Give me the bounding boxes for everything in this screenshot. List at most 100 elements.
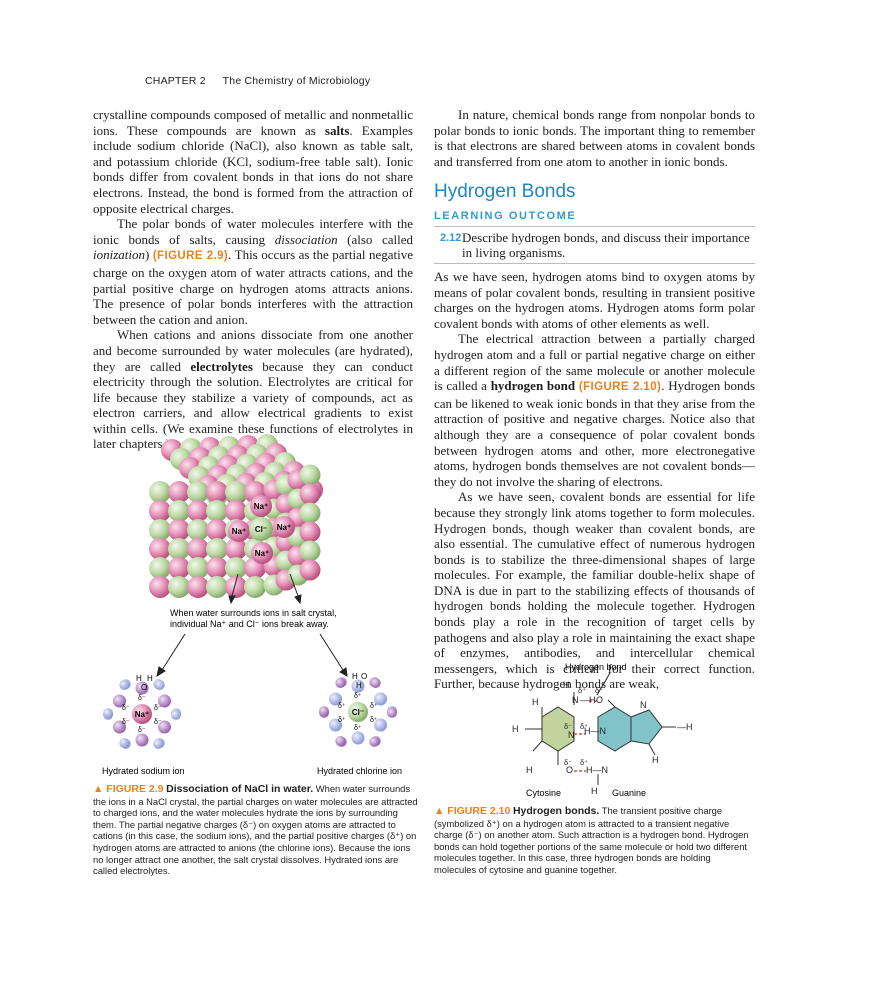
figure-reference[interactable]: (FIGURE 2.10) [578,381,662,394]
caption-text: When water surrounds the ions in a NaCl … [93,783,418,877]
chloride-sphere [225,481,247,503]
sodium-sphere [206,519,228,541]
water-atom [374,692,388,706]
sodium-sphere [168,519,190,541]
paragraph: As we have seen, covalent bonds are esse… [434,489,755,692]
figure-2-10-caption: ▲ FIGURE 2.10 Hydrogen bonds. The transi… [434,805,754,876]
svg-text:H: H [147,674,153,683]
salt-crystal-lattice [149,434,323,598]
paragraph: The electrical attraction between a part… [434,331,756,489]
water-atom [135,733,149,747]
water-atom [328,718,342,732]
label-pointer [596,672,611,696]
svg-text:Na⁺: Na⁺ [135,710,149,719]
water-atom [374,718,388,732]
sodium-sphere [299,521,321,543]
svg-text:δ⁺: δ⁺ [370,703,378,710]
learning-outcome-number: 2.12 [440,232,462,244]
sodium-sphere [225,500,247,522]
water-atom [135,681,149,695]
dissociation-note-line2: individual Na⁺ and Cl⁻ ions break away. [170,619,329,629]
sodium-sphere [149,500,171,522]
dissociation-arrows [156,573,348,678]
page-header: CHAPTER 2 The Chemistry of Microbiology [145,75,370,87]
guanine-label: Guanine [612,788,646,798]
sodium-sphere [187,576,209,598]
water-atom [119,738,130,749]
paragraph: As we have seen, hydrogen atoms bind to … [434,269,755,331]
figure-label: ▲ FIGURE 2.10 [434,805,511,817]
dissociation-note-line1: When water surrounds ions in salt crysta… [170,608,337,618]
learning-outcome-label: LEARNING OUTCOME [434,210,577,222]
water-atom [158,720,172,734]
figure-label: ▲ FIGURE 2.9 [93,783,164,795]
figure-reference[interactable]: (FIGURE 2.9) [152,250,229,263]
svg-text:H: H [352,672,358,681]
svg-text:δ⁺: δ⁺ [370,717,378,724]
figure-title: Dissociation of NaCl in water. [166,783,314,795]
svg-text:H: H [591,786,598,796]
na-ion-label: Na⁺ [254,502,268,511]
svg-text:H: H [532,697,539,707]
svg-text:δ⁺: δ⁺ [578,686,586,695]
water-atom [170,709,181,720]
hydrated-sodium-label: Hydrated sodium ion [102,766,185,776]
water-atom [386,707,397,718]
figure-2-9-caption: ▲ FIGURE 2.9 Dissociation of NaCl in wat… [93,783,423,877]
water-atom [319,706,330,717]
learning-outcome-text: Describe hydrogen bonds, and discuss the… [462,230,750,260]
sodium-sphere [168,557,190,579]
sodium-sphere [149,576,171,598]
svg-text:—H: —H [677,722,693,732]
sodium-sphere [187,500,209,522]
sodium-sphere [225,576,247,598]
na-ion-label: Na⁺ [255,549,269,558]
svg-text:—H: —H [580,695,596,705]
sodium-sphere [206,481,228,503]
chloride-sphere [244,576,266,598]
chloride-sphere [187,557,209,579]
water-atom [369,736,380,747]
guanine-ring [630,709,663,745]
cl-ion-label: Cl⁻ [255,525,267,534]
svg-text:δ⁻: δ⁻ [595,686,603,695]
svg-text:δ⁺: δ⁺ [338,717,346,724]
chapter-title: The Chemistry of Microbiology [222,75,371,87]
water-atom [154,679,165,690]
chloride-sphere [225,557,247,579]
svg-text:H: H [526,765,533,775]
water-atom [335,677,346,688]
water-atom [351,679,365,693]
chloride-sphere [187,519,209,541]
svg-text:H—N: H—N [584,726,606,736]
svg-text:δ⁻: δ⁻ [138,695,146,702]
water-atom [370,677,381,688]
svg-text:O: O [566,765,573,775]
svg-text:δ⁺: δ⁺ [354,725,362,732]
sodium-sphere [225,538,247,560]
partial-charges: δ⁺δ⁻ δ⁻δ⁺ δ⁻δ⁺ [564,686,603,767]
water-atom [335,736,346,747]
chloride-sphere [206,576,228,598]
sodium-sphere [149,538,171,560]
svg-text:O: O [141,683,147,692]
hydrogen-bonds [574,700,598,772]
svg-text:δ⁻: δ⁻ [122,705,130,712]
svg-text:Cl⁻: Cl⁻ [352,708,364,717]
hydrated-chlorine-ion: Cl⁻ H O H δ⁺ δ⁺ δ⁺ δ⁺ δ⁺ δ⁺ [319,672,397,747]
svg-text:O: O [361,672,367,681]
chloride-sphere [299,464,321,486]
svg-text:H—N: H—N [586,765,608,775]
svg-text:δ⁻: δ⁻ [564,722,572,731]
section-heading: Hydrogen Bonds [434,181,576,202]
hydrated-sodium-ion: Na⁺ H H O δ⁻ δ⁻ δ⁻ δ⁻ δ⁻ δ⁻ [103,674,181,749]
chloride-sphere [187,481,209,503]
right-column-body: As we have seen, hydrogen atoms bind to … [434,269,755,692]
chloride-sphere [149,481,171,503]
chloride-sphere [206,500,228,522]
svg-text:H: H [512,724,519,734]
sodium-sphere [187,538,209,560]
chloride-sphere [206,538,228,560]
svg-text:δ⁺: δ⁺ [338,703,346,710]
